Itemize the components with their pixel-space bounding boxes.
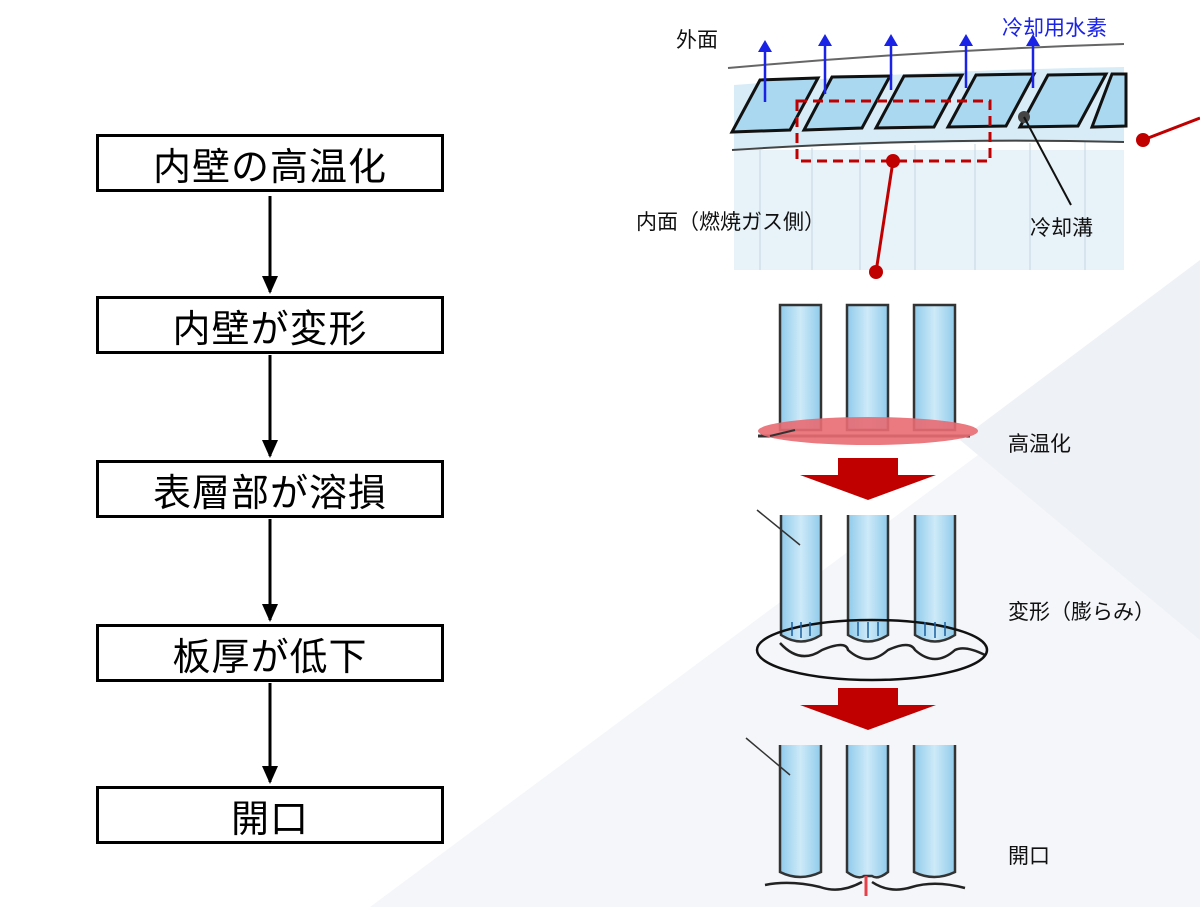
stage-deformation-label: 変形（膨らみ） [1008,600,1155,624]
flow-step-label: 表層部が溶損 [152,470,387,515]
red-arrow-2 [800,688,936,730]
flow-step-erosion: 表層部が溶損 [96,460,444,518]
stage-opening [745,737,966,896]
flow-step-label: 内壁の高温化 [152,144,387,189]
stage-deformation [755,509,989,682]
heat-zone [758,417,978,445]
outer-surface-label: 外面 [676,28,718,52]
red-arrow-1 [800,458,936,500]
stage-heating-label: 高温化 [1008,432,1071,456]
flow-step-heating: 内壁の高温化 [96,134,444,192]
flow-step-opening: 開口 [96,786,444,844]
focus-rectangle [795,99,992,163]
flow-arrowheads [262,276,278,784]
flow-step-label: 開口 [230,796,309,841]
cooling-channels [729,72,1128,134]
cross-section [727,34,1128,270]
flow-step-label: 内壁が変形 [172,306,368,351]
callout-lines [869,116,1200,279]
flow-step-label: 板厚が低下 [172,634,368,679]
flow-step-thinning: 板厚が低下 [96,624,444,682]
stage-opening-label: 開口 [1008,844,1050,868]
background-shape [960,260,1200,640]
flow-step-deformation: 内壁が変形 [96,296,444,354]
coolant-arrows [763,40,1035,102]
inner-surface-label: 内面（燃焼ガス側） [636,210,825,234]
stage-heating [758,303,978,445]
coolant-label: 冷却用水素 [1002,16,1107,40]
deformation-zone [755,618,989,682]
cooling-channel-label: 冷却溝 [1030,216,1093,240]
